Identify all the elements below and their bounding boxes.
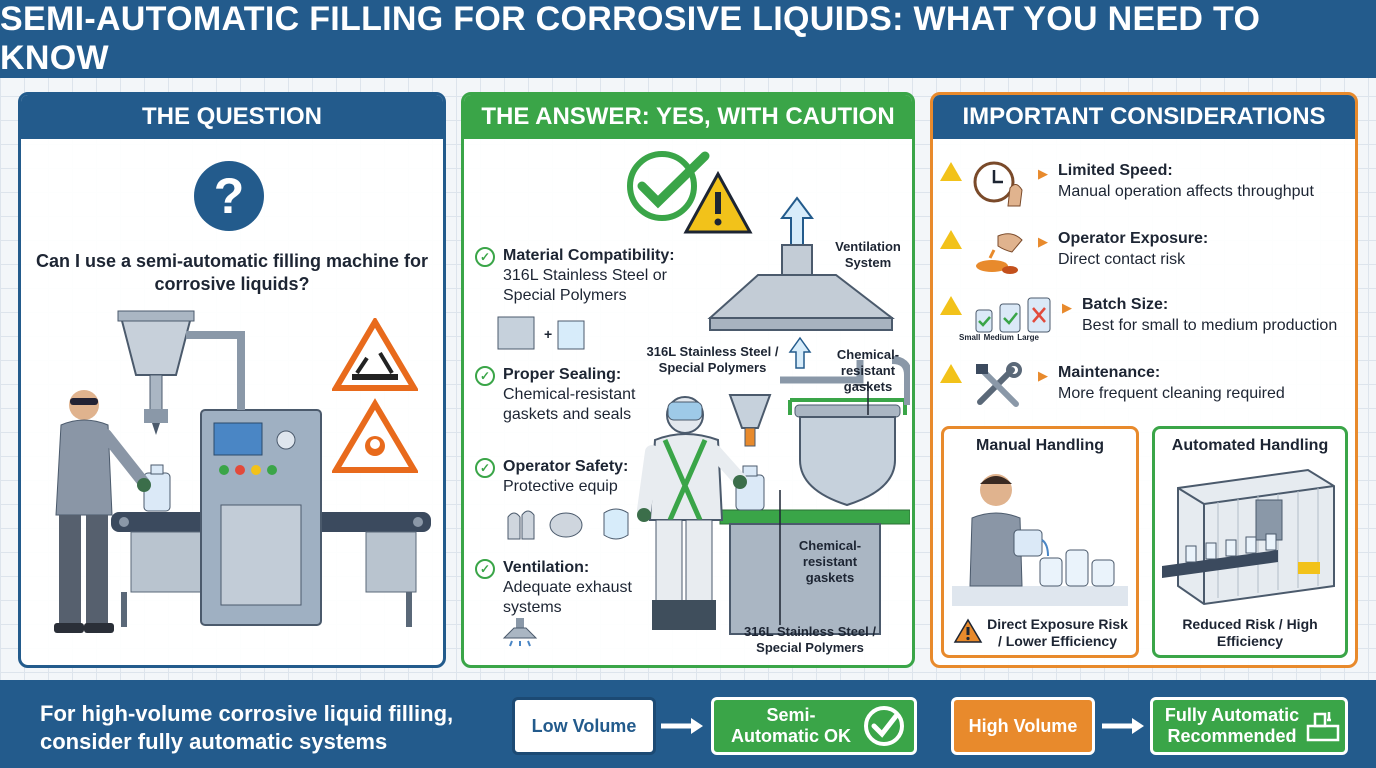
feature-material: ✓ Material Compatibility:316L Stainless … [475,246,680,306]
bullet-arrow-icon: ▶ [1038,368,1048,383]
page-title: SEMI-AUTOMATIC FILLING FOR CORROSIVE LIQ… [0,0,1376,78]
check-icon: ✓ [475,366,495,386]
feature-ventilation: ✓ Ventilation:Adequate exhaust systems [475,558,650,618]
question-title: THE QUESTION [21,95,443,139]
semi-auto-ok-label: Semi-Automatic OK [730,705,851,746]
bottle-size-labels: Small Medium Large [959,333,1039,342]
svg-text:?: ? [214,168,245,224]
fully-auto-label: Fully Automatic Recommended [1164,705,1300,746]
clock-hand-icon [973,161,1023,207]
label-ventilation-system: Ventilation System [835,239,901,270]
label-gaskets-mid: Chemical-resistant gaskets [782,538,878,586]
steel-polymer-samples-icon: + [497,316,585,350]
warning-icon [940,162,962,181]
check-icon: ✓ [475,247,495,267]
arrow-right-icon [1102,718,1144,734]
warning-icon [953,618,983,643]
check-icon: ✓ [475,458,495,478]
svg-text:+: + [544,326,552,342]
check-circle-icon [864,706,904,746]
consideration-speed: ▶ Limited Speed:Manual operation affects… [940,160,1348,208]
question-mark-icon: ? [194,161,264,231]
question-text: Can I use a semi-automatic filling machi… [35,251,429,294]
check-icon: ✓ [475,559,495,579]
answer-title: THE ANSWER: YES, WITH CAUTION [464,95,912,139]
hazard-signs-icon [332,318,418,473]
semi-auto-machine-illustration [54,310,431,633]
consideration-batch: ▶ Batch Size:Best for small to medium pr… [940,294,1348,336]
exhaust-hood-icon [502,618,538,647]
warning-icon [940,296,962,315]
bullet-arrow-icon: ▶ [1062,300,1072,315]
automation-machine-icon [1306,712,1340,742]
automated-handling-caption: Reduced Risk / High Efficiency [1182,616,1318,649]
check-caution-icon [627,151,753,234]
footer-recommendation: For high-volume corrosive liquid filling… [40,701,454,754]
automated-machine-illustration [1162,468,1335,606]
bullet-arrow-icon: ▶ [1038,166,1048,181]
fully-auto-box: Fully Automatic Recommended [1150,697,1348,755]
manual-handling-illustration [952,474,1128,606]
manual-handling-title: Manual Handling [976,437,1104,454]
semi-auto-ok-box: Semi-Automatic OK [711,697,917,755]
automated-handling-title: Automated Handling [1171,437,1329,454]
warning-icon [940,364,962,383]
consideration-maintenance: ▶ Maintenance:More frequent cleaning req… [940,362,1348,410]
ppe-icons [507,508,629,540]
high-volume-box: High Volume [951,697,1095,755]
tools-icon [976,362,1022,407]
warning-icon [940,230,962,249]
spill-hand-icon [976,233,1023,274]
arrow-right-icon [661,718,703,734]
label-steel-bottom: 316L Stainless Steel / Special Polymers [744,624,876,655]
considerations-title: IMPORTANT CONSIDERATIONS [933,95,1355,139]
feature-safety: ✓ Operator Safety:Protective equip [475,457,650,497]
consideration-exposure: ▶ Operator Exposure:Direct contact risk [940,228,1348,276]
feature-sealing: ✓ Proper Sealing:Chemical-resistant gask… [475,365,670,425]
label-gaskets-top: Chemical-resistant gaskets [836,347,900,394]
low-volume-box: Low Volume [512,697,656,755]
label-steel-top: 316L Stainless Steel / Special Polymers [646,344,779,375]
manual-handling-caption: Direct Exposure Risk / Lower Efficiency [987,616,1128,649]
bullet-arrow-icon: ▶ [1038,234,1048,249]
bottles-icon [975,297,1051,333]
